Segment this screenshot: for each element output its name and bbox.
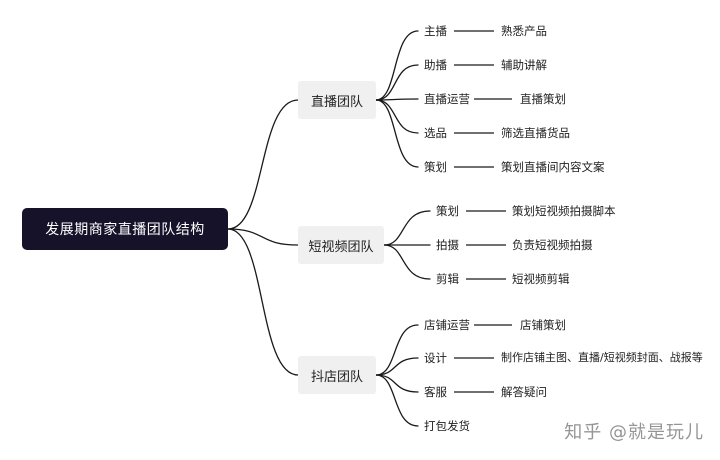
role-label: 策划 <box>424 160 447 174</box>
branch-role-connector <box>375 99 419 168</box>
role-label: 直播运营 <box>424 92 470 106</box>
root-node: 发展期商家直播团队结构 <box>22 208 228 250</box>
root-branch-connector <box>227 228 299 376</box>
role-label: 剪辑 <box>436 272 459 286</box>
root-label: 发展期商家直播团队结构 <box>45 222 205 238</box>
branch-role-connector <box>375 374 419 427</box>
branch-role-connector <box>375 324 419 376</box>
branch-role-connector <box>375 99 419 134</box>
branch-role-connector <box>375 64 419 101</box>
branch-node-live: 直播团队 <box>298 81 376 119</box>
role-desc: 策划直播间内容文案 <box>501 160 605 174</box>
role-label: 助播 <box>424 58 447 72</box>
branch-role-connector <box>383 210 431 246</box>
role-desc: 熟悉产品 <box>501 24 547 38</box>
root-branch-connector <box>227 228 299 246</box>
branch-label: 直播团队 <box>310 94 363 110</box>
role-desc: 筛选直播货品 <box>501 126 570 140</box>
role-desc: 店铺策划 <box>520 318 566 332</box>
root-branch-connector <box>227 99 299 230</box>
branch-label: 短视频团队 <box>308 239 374 255</box>
role-desc: 负责短视频拍摄 <box>512 238 593 252</box>
branch-role-connector <box>375 374 419 393</box>
role-desc: 策划短视频拍摄脚本 <box>512 204 616 218</box>
role-desc: 解答疑问 <box>501 385 547 399</box>
role-desc: 制作店铺主图、直播/短视频封面、战报等 <box>501 351 703 364</box>
branch-role-connector <box>375 30 419 101</box>
branch-node-short-video: 短视频团队 <box>298 226 384 264</box>
role-label: 设计 <box>424 351 447 365</box>
role-desc: 短视频剪辑 <box>512 272 570 286</box>
role-label: 打包发货 <box>424 419 470 433</box>
role-label: 主播 <box>424 24 447 38</box>
role-label: 客服 <box>424 385 447 399</box>
role-label: 拍摄 <box>436 238 459 252</box>
branch-role-connector <box>375 357 419 376</box>
role-desc: 辅助讲解 <box>501 58 547 72</box>
watermark-text: 知乎 @就是玩儿 <box>564 422 704 443</box>
branch-role-connector <box>383 244 431 280</box>
role-label: 店铺运营 <box>424 318 470 332</box>
role-label: 选品 <box>424 126 447 140</box>
role-label: 策划 <box>436 204 459 218</box>
role-desc: 直播策划 <box>520 92 566 106</box>
branch-label: 抖店团队 <box>310 369 363 385</box>
branch-node-shop: 抖店团队 <box>298 356 376 394</box>
